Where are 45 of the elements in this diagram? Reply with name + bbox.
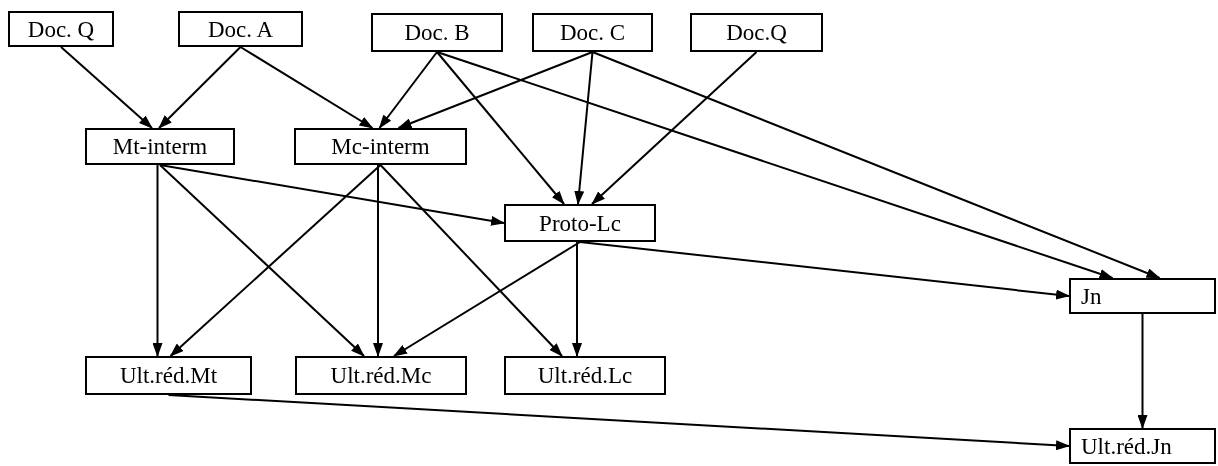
node-label: Mc-interm [331,135,430,158]
arrow [239,46,374,129]
arrow [378,51,438,129]
node-label: Doc.Q [726,21,787,44]
process-box [1069,278,1216,314]
node-label: Ult.réd.Mc [330,364,432,387]
node-label: Mt-interm [112,135,208,158]
process-box [532,13,653,52]
arrow [379,164,563,357]
process-box [178,11,303,47]
arrow [1137,313,1148,429]
node-label: Doc. A [207,17,274,41]
arrow [436,51,1114,279]
arrow [393,241,581,357]
process-box [85,128,235,165]
node-label: Ult.réd.Lc [537,364,633,387]
arrow [159,164,505,226]
node-label: Jn [1081,284,1102,308]
node-label: Proto-Lc [539,211,621,235]
arrow [579,241,1070,300]
node-label: Ult.réd.Jn [1081,434,1172,458]
node-label: Doc. B [404,21,470,44]
arrow [167,394,1070,451]
arrow [591,51,758,205]
arrow [397,51,594,129]
process-box [690,13,823,52]
process-box [8,11,114,47]
process-box [85,356,252,395]
arrow [436,51,565,205]
node-label: Doc. Q [27,17,95,41]
arrow [152,164,163,357]
process-box [504,204,656,242]
arrow [158,46,242,129]
node-label: Doc. C [559,21,626,44]
arrow [572,241,582,357]
process-box [371,13,503,52]
arrow [60,46,153,129]
arrow [574,51,594,205]
process-box [295,356,467,395]
process-box [294,128,467,165]
node-label: Ult.réd.Mt [119,364,218,387]
process-box [1069,428,1216,464]
process-box [504,356,666,395]
arrow [591,51,1161,279]
arrow [373,164,383,357]
